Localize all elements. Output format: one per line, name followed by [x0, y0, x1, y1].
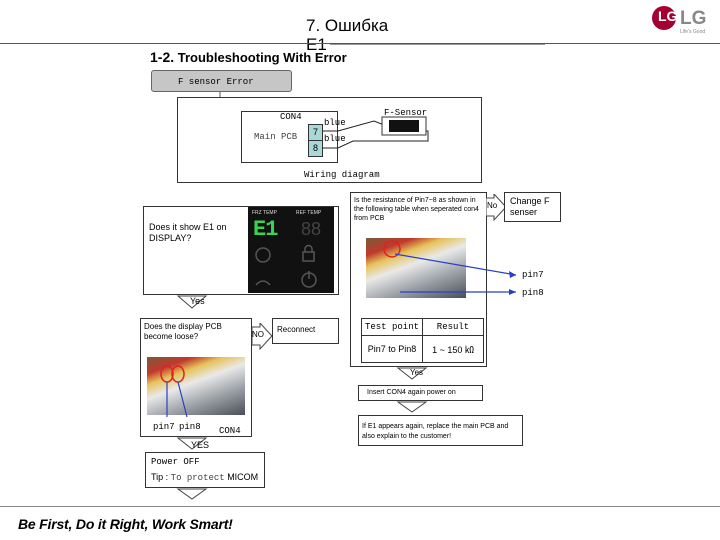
final-instruction-box: If E1 appears again, replace the main PC… [358, 415, 523, 446]
page-title: 7. Ошибка E1 [306, 16, 389, 54]
wiring-caption: Wiring diagram [304, 170, 380, 180]
q2-box: Does the display PCB become loose? pin7 … [140, 318, 252, 437]
right-pin8-label: pin8 [522, 288, 544, 298]
yes2-arrow [176, 437, 208, 450]
change-sensor-text: Change F senser [510, 196, 550, 217]
reconnect-text: Reconnect [277, 325, 316, 334]
power-off-text: Power OFF [151, 457, 200, 467]
f-sensor-label: F-Sensor [384, 108, 428, 118]
panel-ref-label: REF TEMP [296, 210, 322, 216]
con4-label: CON4 [280, 112, 302, 122]
panel-icons [255, 244, 317, 288]
insert-con4-text: Insert CON4 again power on [367, 389, 456, 396]
yes3-label: Yes [410, 368, 424, 377]
yes2-label: YES [191, 440, 210, 450]
left-con4-label: CON4 [219, 426, 241, 436]
insert-con4-box: Insert CON4 again power on [358, 385, 483, 401]
reconnect-box: Reconnect [272, 318, 339, 344]
q2-text: Does the display PCB become loose? [144, 322, 222, 341]
header-divider [0, 43, 720, 44]
no1-arrow [252, 323, 273, 351]
no2-arrow [486, 194, 507, 222]
power-icon [301, 271, 317, 288]
no1-label: NO [252, 330, 264, 339]
logo-tagline: Life's Good [680, 29, 706, 35]
logo-circle: LG [652, 6, 678, 30]
resistance-table-grid: Test point Result Pin7 to Pin8 1 ~ 150 ㏀ [361, 318, 484, 363]
yes1-arrow [176, 295, 208, 309]
footer-slogan: Be First, Do it Right, Work Smart! [18, 516, 233, 532]
right-flow-box: Is the resistance of Pin7~8 as shown in … [350, 192, 487, 367]
left-pin8-label: pin8 [179, 422, 201, 432]
yes1-label: Yes [190, 296, 205, 306]
wiring-diagram: CON4 Main PCB 7 8 blue blue F-Sensor Wir… [177, 97, 482, 183]
no2-label: No [487, 201, 498, 210]
power-off-arrow [176, 488, 208, 500]
lg-logo: LG LG Life's Good [652, 6, 716, 42]
tip-text: To protect [170, 473, 225, 483]
final-instruction-text: If E1 appears again, replace the main PC… [362, 423, 509, 440]
bell-icon [255, 247, 271, 263]
tip-micom: MICOM [224, 472, 259, 482]
right-pin7-label: pin7 [522, 270, 544, 280]
power-off-box: Power OFF Tip : To protect MICOM [145, 452, 265, 488]
panel-frz-label: FRZ TEMP [252, 210, 277, 216]
footer-divider [0, 506, 720, 507]
wire2-label: blue [324, 134, 346, 144]
resistance-table: Test point Result Pin7 to Pin8 1 ~ 150 ㏀ [361, 318, 484, 363]
left-pin7-label: pin7 [153, 422, 175, 432]
section-rule [330, 44, 545, 45]
table-header-row: Test point Result [361, 318, 484, 336]
logo-wordmark: LG [680, 8, 707, 29]
tip-line: Tip : To protect MICOM [151, 472, 258, 483]
q1-text: Does it show E1 on DISPLAY? [149, 222, 227, 243]
display-panel-image: FRZ TEMP REF TEMP E1 88 [248, 207, 334, 293]
wire1-label: blue [324, 118, 346, 128]
wiring-lines [322, 116, 429, 149]
table-cell-result: 1 ~ 150 ㏀ [422, 335, 484, 363]
panel-error-code: E1 [253, 217, 278, 242]
resistance-question: Is the resistance of Pin7~8 as shown in … [354, 197, 479, 222]
error-label-box: F sensor Error [151, 70, 292, 92]
main-pcb-label: Main PCB [254, 132, 298, 142]
logo-circle-text: LG [658, 8, 678, 24]
pin-markers [160, 365, 188, 418]
section-title: Troubleshooting With Error [177, 50, 347, 65]
panel-ref-digits: 88 [301, 219, 322, 239]
con4-photo [366, 238, 466, 298]
lock-icon [302, 244, 315, 262]
yes3-arrow [396, 367, 428, 380]
section-heading: 1-2. Troubleshooting With Error [150, 49, 347, 65]
table-row: Pin7 to Pin8 1 ~ 150 ㏀ [361, 335, 484, 363]
main-pcb-box [241, 111, 338, 163]
insert-arrow [396, 401, 428, 413]
section-number: 1-2. [150, 49, 175, 65]
tip-label: Tip : [151, 472, 171, 482]
change-sensor-box: Change F senser [504, 192, 561, 222]
